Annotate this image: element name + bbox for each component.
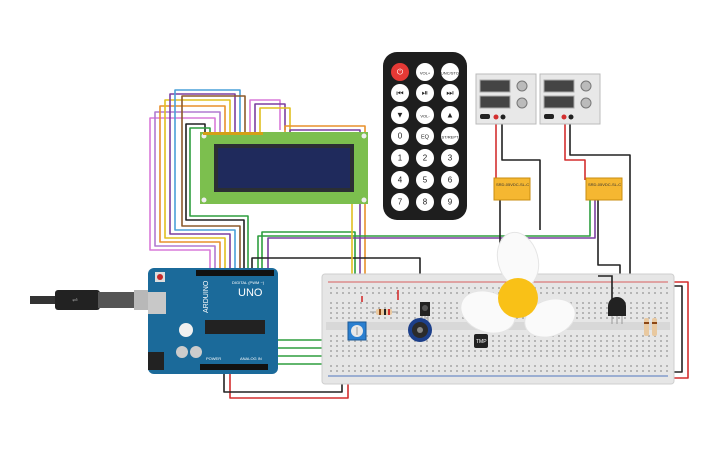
remote-button-2[interactable]: FUNC/STOP bbox=[438, 63, 462, 81]
remote-button-label-9: 0 bbox=[398, 132, 403, 141]
wire-black-fan bbox=[598, 275, 613, 300]
wire-lcd-7 bbox=[181, 95, 246, 270]
resistors-right[interactable] bbox=[644, 318, 657, 336]
wire-black-ps2 bbox=[569, 120, 631, 300]
remote-button-19[interactable]: 8 bbox=[416, 193, 434, 211]
remote-button-8[interactable]: ▲ bbox=[441, 106, 459, 124]
remote-button-9[interactable]: 0 bbox=[391, 127, 409, 145]
power-header bbox=[200, 364, 268, 370]
remote-button-6[interactable]: ▼ bbox=[391, 106, 409, 124]
remote-button-label-1: VOL+ bbox=[420, 71, 431, 76]
wire-lcd-6 bbox=[174, 89, 241, 270]
digital-header bbox=[196, 270, 274, 276]
remote-button-label-13: 2 bbox=[423, 154, 428, 163]
wire-red-bottom bbox=[229, 372, 349, 399]
wires-front bbox=[361, 275, 613, 302]
wire-lcd-4 bbox=[164, 99, 231, 270]
remote-button-3[interactable]: ⏮ bbox=[391, 84, 409, 102]
svg-text:⇌: ⇌ bbox=[72, 297, 78, 304]
wire-red-ps2 bbox=[564, 120, 586, 180]
remote-buttons: ⏻ VOL+ FUNC/STOP ⏮ ⏯ ⏭ ▼ VOL- ▲ 0 EQ ST/REPT 1 2 3 4 5 6 7… bbox=[391, 63, 462, 211]
wire-black-ps1 bbox=[501, 120, 541, 230]
remote-button-label-8: ▲ bbox=[446, 111, 454, 120]
remote-button-12[interactable]: 1 bbox=[391, 149, 409, 167]
remote-button-label-14: 3 bbox=[448, 154, 453, 163]
remote-button-label-16: 5 bbox=[423, 176, 428, 185]
digital-label: DIGITAL (PWM ~) bbox=[232, 280, 265, 285]
remote-button-14[interactable]: 3 bbox=[441, 149, 459, 167]
relay-2[interactable]: SRD-05VDC-SL-C bbox=[585, 177, 623, 201]
dc-fan[interactable] bbox=[455, 228, 581, 344]
lcd-pins bbox=[203, 132, 263, 135]
power-label: POWER bbox=[206, 356, 221, 361]
usb-cable: ⇌ bbox=[30, 290, 162, 310]
lcd-display[interactable] bbox=[200, 132, 368, 204]
remote-button-11[interactable]: ST/REPT bbox=[441, 127, 459, 145]
remote-button-10[interactable]: EQ bbox=[416, 127, 434, 145]
remote-button-16[interactable]: 5 bbox=[416, 171, 434, 189]
remote-button-label-12: 1 bbox=[398, 154, 403, 163]
remote-button-20[interactable]: 9 bbox=[441, 193, 459, 211]
lcd-screen bbox=[218, 148, 350, 188]
wire-lcd-11 bbox=[185, 123, 245, 270]
remote-button-0[interactable]: ⏻ bbox=[391, 63, 409, 81]
remote-button-label-0: ⏻ bbox=[397, 68, 404, 77]
resistor[interactable] bbox=[370, 309, 398, 315]
remote-button-label-20: 9 bbox=[448, 198, 453, 207]
remote-button-label-3: ⏮ bbox=[396, 89, 403, 98]
fan-hub bbox=[498, 278, 538, 318]
wire-lcd-8 bbox=[249, 99, 281, 140]
remote-button-label-19: 8 bbox=[423, 198, 428, 207]
remote-button-15[interactable]: 4 bbox=[391, 171, 409, 189]
remote-button-label-15: 4 bbox=[398, 176, 403, 185]
wire-lcd-10 bbox=[259, 107, 291, 140]
remote-button-label-11: ST/REPT bbox=[442, 135, 459, 140]
wire-lcd-12 bbox=[189, 127, 249, 270]
arduino-model: UNO bbox=[238, 287, 263, 299]
remote-button-17[interactable]: 6 bbox=[441, 171, 459, 189]
relay-1-label: SRD-05VDC-SL-C bbox=[496, 182, 529, 187]
reset-button[interactable] bbox=[157, 274, 163, 280]
wire-green-2 bbox=[257, 180, 591, 270]
wire-lcd-13 bbox=[284, 125, 366, 286]
wire-lcd-2 bbox=[154, 111, 221, 270]
remote-button-1[interactable]: VOL+ bbox=[416, 63, 434, 81]
remote-button-5[interactable]: ⏭ bbox=[441, 84, 459, 102]
power-supply-2[interactable] bbox=[539, 73, 601, 125]
remote-button-label-17: 6 bbox=[448, 176, 453, 185]
remote-button-label-18: 7 bbox=[398, 198, 403, 207]
wire-purple-1 bbox=[267, 200, 596, 270]
ic-label: TMP bbox=[476, 339, 487, 345]
remote-button-13[interactable]: 2 bbox=[416, 149, 434, 167]
wire-lcd-9 bbox=[254, 103, 286, 140]
remote-button-label-10: EQ bbox=[421, 135, 430, 141]
ir-remote[interactable]: ⏻ VOL+ FUNC/STOP ⏮ ⏯ ⏭ ▼ VOL- ▲ 0 EQ ST/REPT 1 2 3 4 5 6 7… bbox=[383, 52, 467, 220]
arduino-brand: ARDUINO bbox=[203, 280, 210, 313]
wire-lcd-5 bbox=[169, 93, 236, 270]
rotary-potentiometer[interactable] bbox=[408, 318, 432, 342]
remote-button-label-6: ▼ bbox=[396, 111, 404, 120]
arduino-uno[interactable]: ARDUINO UNO DIGITAL (PWM ~) POWER ANALOG… bbox=[148, 268, 278, 374]
analog-label: ANALOG IN bbox=[240, 356, 262, 361]
remote-button-18[interactable]: 7 bbox=[391, 193, 409, 211]
remote-button-label-5: ⏭ bbox=[446, 89, 453, 98]
wire-lcd-1 bbox=[149, 117, 216, 270]
remote-button-label-4: ⏯ bbox=[422, 89, 428, 98]
transistor[interactable] bbox=[608, 297, 626, 324]
wire-green-1 bbox=[261, 231, 356, 286]
trimmer-potentiometer[interactable] bbox=[347, 321, 367, 341]
relay-2-label: SRD-05VDC-SL-C bbox=[588, 182, 621, 187]
power-supply-1[interactable] bbox=[475, 73, 537, 125]
remote-button-4[interactable]: ⏯ bbox=[416, 84, 434, 102]
atmega-chip bbox=[205, 320, 265, 334]
remote-button-label-2: FUNC/STOP bbox=[438, 71, 461, 76]
wire-lcd-3 bbox=[159, 105, 226, 270]
relay-1[interactable]: SRD-05VDC-SL-C bbox=[493, 177, 531, 201]
temperature-sensor[interactable]: TMP bbox=[474, 334, 488, 348]
remote-button-label-7: VOL- bbox=[420, 114, 430, 119]
remote-button-7[interactable]: VOL- bbox=[416, 106, 434, 124]
